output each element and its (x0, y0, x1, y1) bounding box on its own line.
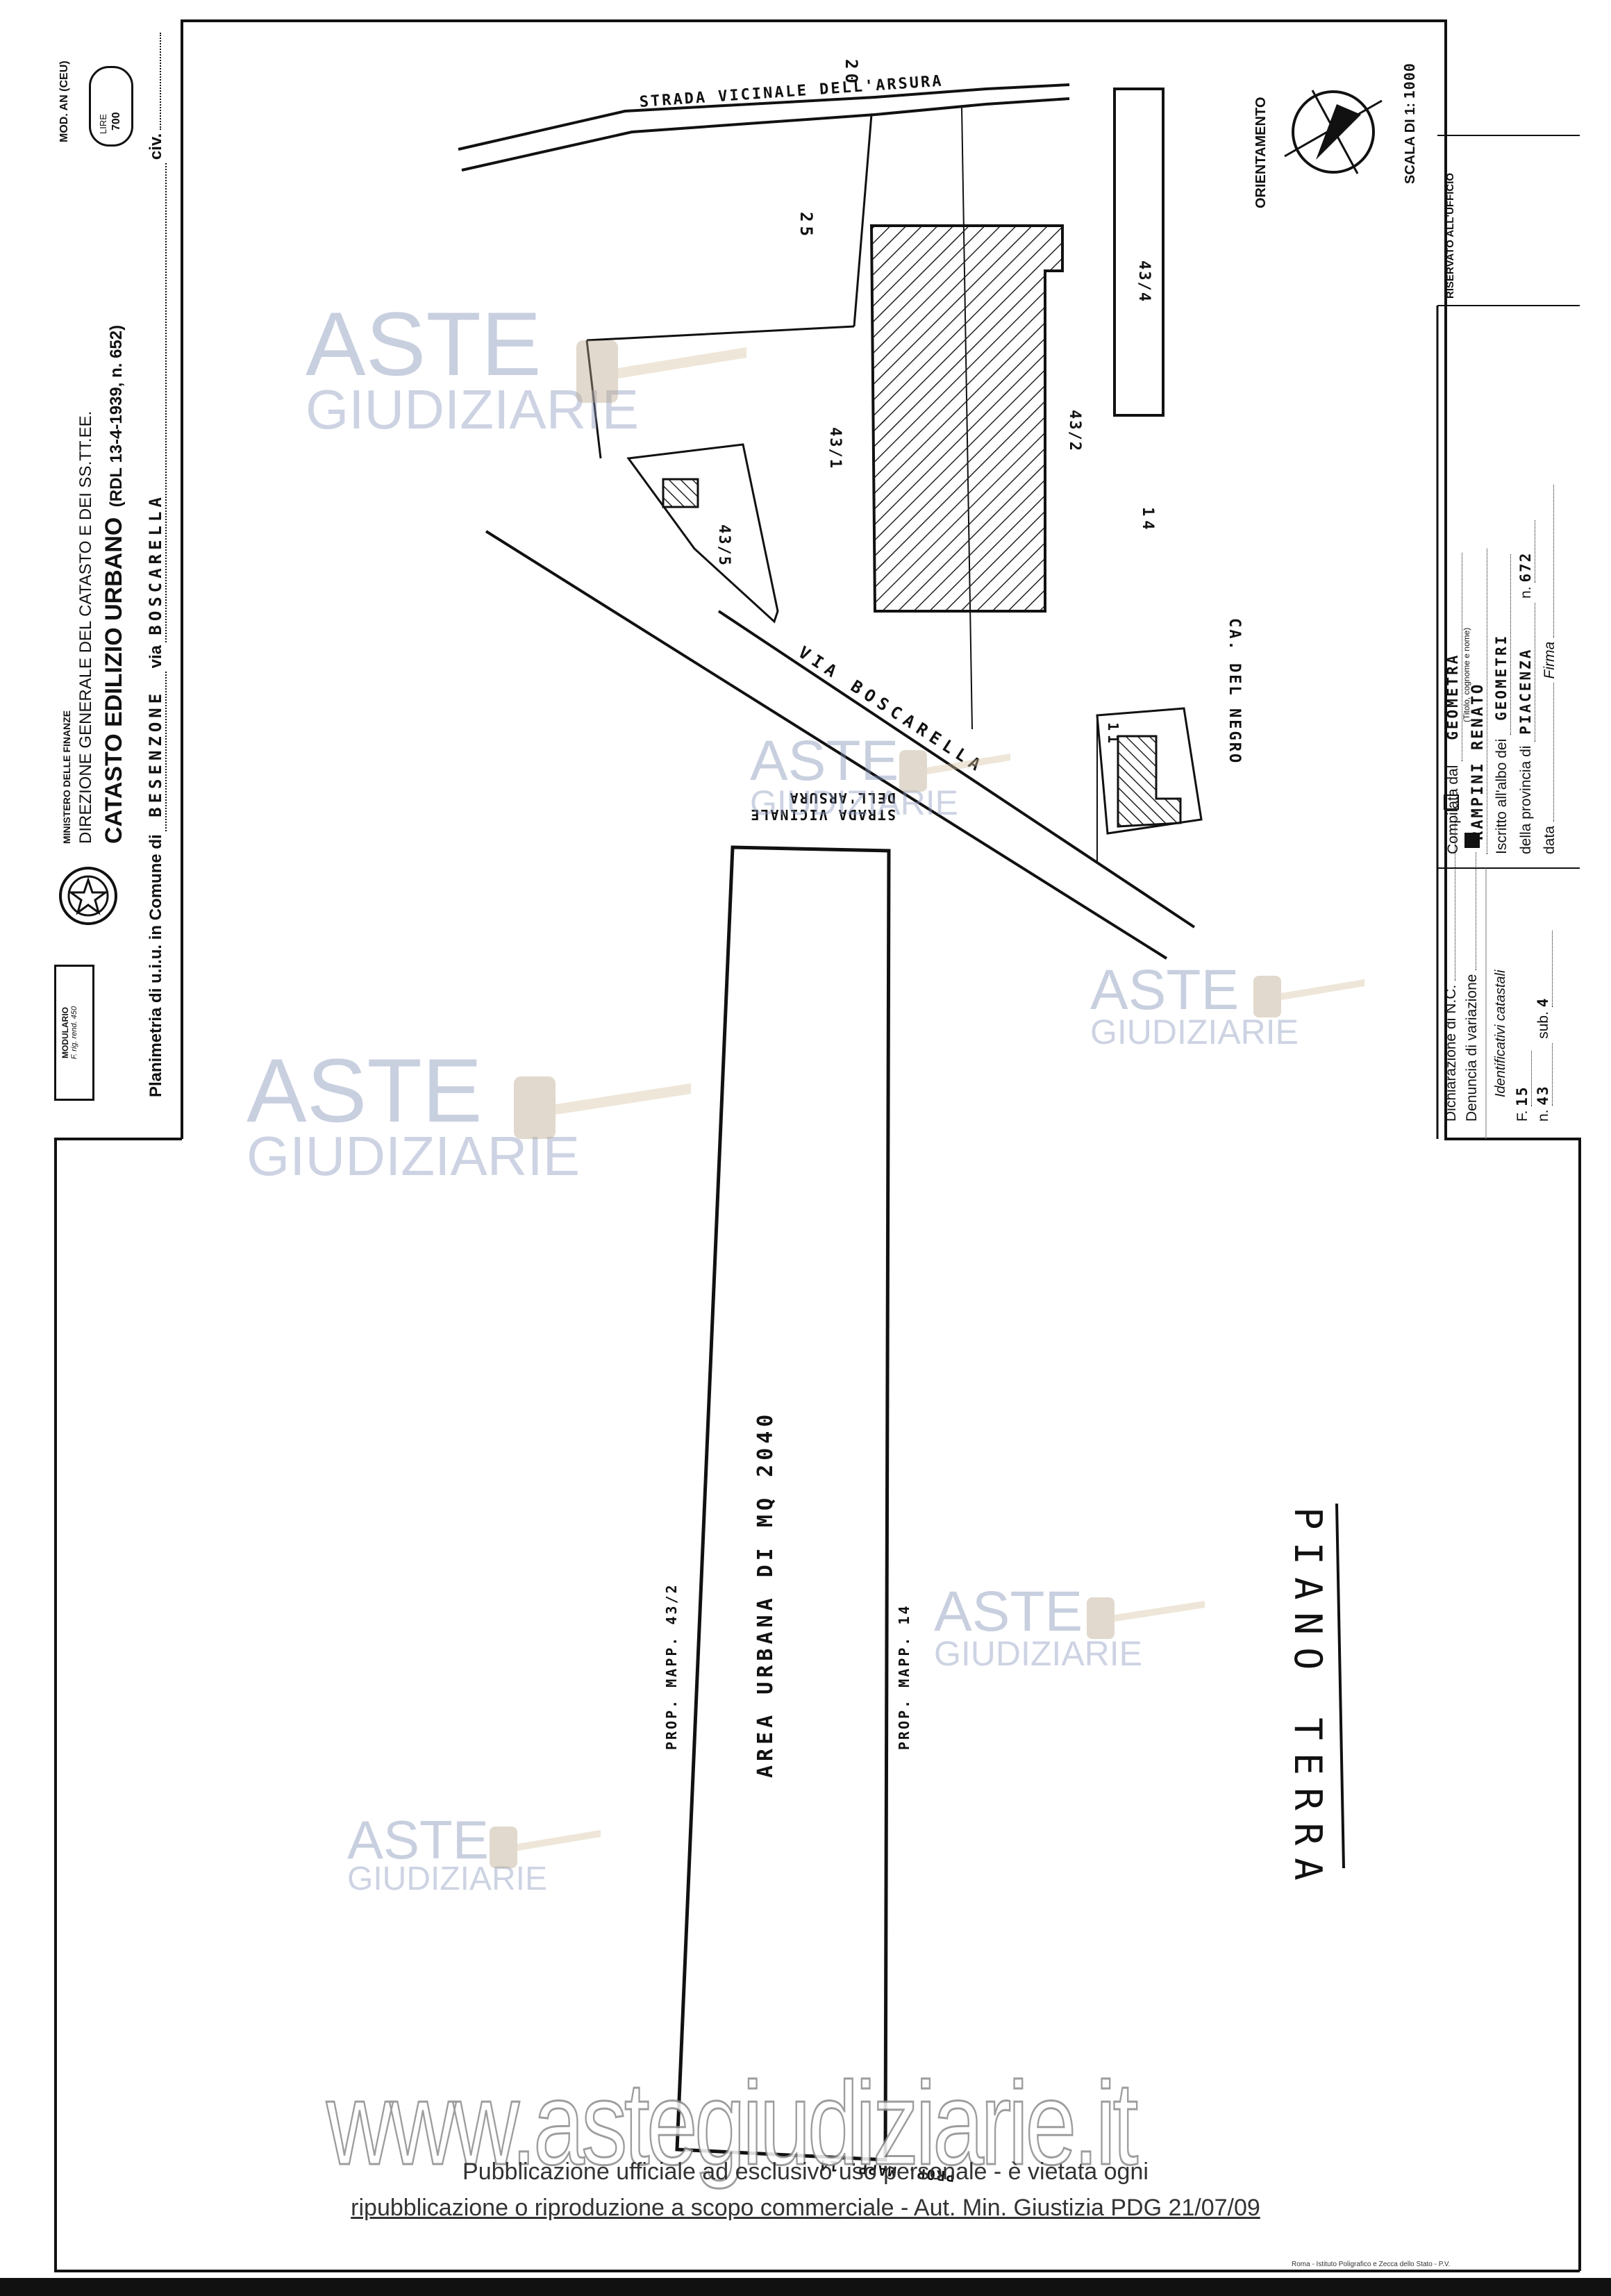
ca-del-negro-label: CA. DEL NEGRO (1226, 618, 1243, 765)
mod-code-line: MOD. AN (CEU) (58, 60, 71, 142)
provincia-n-value: 672 (1517, 551, 1534, 583)
floor-label: PIANO TERRA (1286, 1507, 1330, 1893)
plan-prefix: Planimetria di u.i.u. in Comune di (147, 834, 165, 1097)
catasto-title: CATASTO EDILIZIO URBANO (101, 517, 127, 844)
civ-label: civ. (147, 133, 165, 160)
denuncia-row: Denuncia di variazione (1464, 832, 1480, 1122)
modulario-code: F. rig. rend. 450 (70, 1006, 78, 1060)
parcel-20: 20 (842, 59, 861, 88)
compilata-label: Compilata dal (1445, 765, 1461, 854)
parcel-43-4: 43/4 (1135, 260, 1153, 303)
printer-note: Roma - Istituto Poligrafico e Zecca dell… (1292, 2261, 1451, 2268)
parcel-25: 25 (796, 212, 816, 240)
numero-row: n. 43 sub. 4 (1535, 931, 1553, 1122)
f-value: 15 (1514, 1085, 1530, 1106)
parcel-14: 14 (1139, 507, 1156, 534)
parcel-43-5: 43/5 (715, 524, 733, 567)
reserved-label: RISERVATO ALL'UFFICIO (1444, 172, 1456, 299)
lire-stamp: LIRE 700 (89, 66, 133, 147)
notice-line-2: ripubblicazione o riproduzione a scopo c… (351, 2195, 1260, 2221)
iscritto-value: GEOMETRI (1493, 633, 1510, 721)
ministry: MINISTERO DELLE FINANZE (61, 710, 72, 844)
mod-code: MOD. AN (CEU) (58, 60, 70, 142)
denuncia-label: Denuncia di variazione (1464, 974, 1480, 1122)
n-label: n. (1535, 1109, 1551, 1122)
lire-value: 700 (110, 112, 122, 131)
direction-line: DIREZIONE GENERALE DEL CATASTO E DEI SS.… (76, 411, 96, 844)
area-urbana-label: AREA URBANA DI MQ 2040 (753, 1410, 778, 1778)
identificativi-label: Identificativi catastali (1493, 970, 1508, 1097)
prop-right-label: PROP. MAPP. 14 (896, 1604, 912, 1750)
comune-value: BESENZONE (146, 689, 165, 817)
data-firma-row: data Firma (1542, 484, 1558, 854)
provincia-label: della provincia di (1518, 745, 1534, 854)
via-label: via (147, 645, 165, 669)
strada-lower-label: STRADA VICINALE DELL'ARSURA (749, 790, 896, 823)
scale-value: 1000 (1401, 63, 1418, 99)
parcel-43-1: 43/1 (826, 427, 844, 469)
notice-line-1: Pubblicazione ufficiale ad esclusivo uso… (462, 2158, 1149, 2185)
iscritto-label: Iscritto all'albo dei (1494, 738, 1510, 854)
modulario-label: MODULARIO (60, 1007, 70, 1058)
planimetria-line: Planimetria di u.i.u. in Comune di BESEN… (146, 33, 167, 1097)
compilata-value: GEOMETRA (1444, 653, 1461, 740)
provincia-value: PIACENZA (1517, 647, 1534, 735)
scale-label: SCALA DI 1: (1403, 102, 1418, 184)
via-value: BOSCARELLA (146, 493, 165, 635)
north-arrow-icon (1284, 90, 1383, 174)
republic-emblem-icon (57, 865, 119, 927)
scale-line: SCALA DI 1: 1000 (1401, 63, 1419, 184)
law-reference: (RDL 13-4-1939, n. 652) (107, 324, 126, 508)
firma-label: Firma (1542, 641, 1558, 679)
orientation-label: ORIENTAMENTO (1253, 97, 1269, 208)
sub-label: sub. (1535, 1011, 1551, 1039)
iscritto-row: Iscritto all'albo dei GEOMETRI (1493, 554, 1511, 854)
catasto-line: CATASTO EDILIZIO URBANO (RDL 13-4-1939, … (101, 325, 128, 844)
name-row: RAMPINI RENATO (1469, 549, 1487, 854)
data-label: data (1542, 826, 1558, 854)
n-value: 43 (1535, 1085, 1551, 1106)
name-value: RAMPINI RENATO (1469, 682, 1487, 840)
modulario-box: MODULARIO F. rig. rend. 450 (54, 965, 94, 1101)
direction: DIREZIONE GENERALE DEL CATASTO E DEI SS.… (76, 410, 95, 844)
parcel-11: 11 (1105, 722, 1121, 748)
compilata-row: Compilata dal GEOMETRA (1444, 552, 1462, 854)
provincia-row: della provincia di PIACENZA n. 672 (1517, 519, 1535, 854)
watermark-url: www.astegiudiziarie.it (326, 2057, 1140, 2191)
f-label: F. (1514, 1110, 1530, 1122)
dichiarazione-label: Dichiarazione di N.C. (1443, 984, 1459, 1122)
parcel-43-2: 43/2 (1066, 410, 1083, 452)
prop-left-label: PROP. MAPP. 43/2 (663, 1583, 680, 1750)
provincia-n-label: n. (1518, 586, 1534, 599)
sub-value: 4 (1535, 994, 1551, 1008)
ministry-line: MINISTERO DELLE FINANZE (61, 710, 74, 844)
lire-label: LIRE (98, 114, 108, 134)
foglio-row: F. 15 (1514, 1050, 1532, 1122)
